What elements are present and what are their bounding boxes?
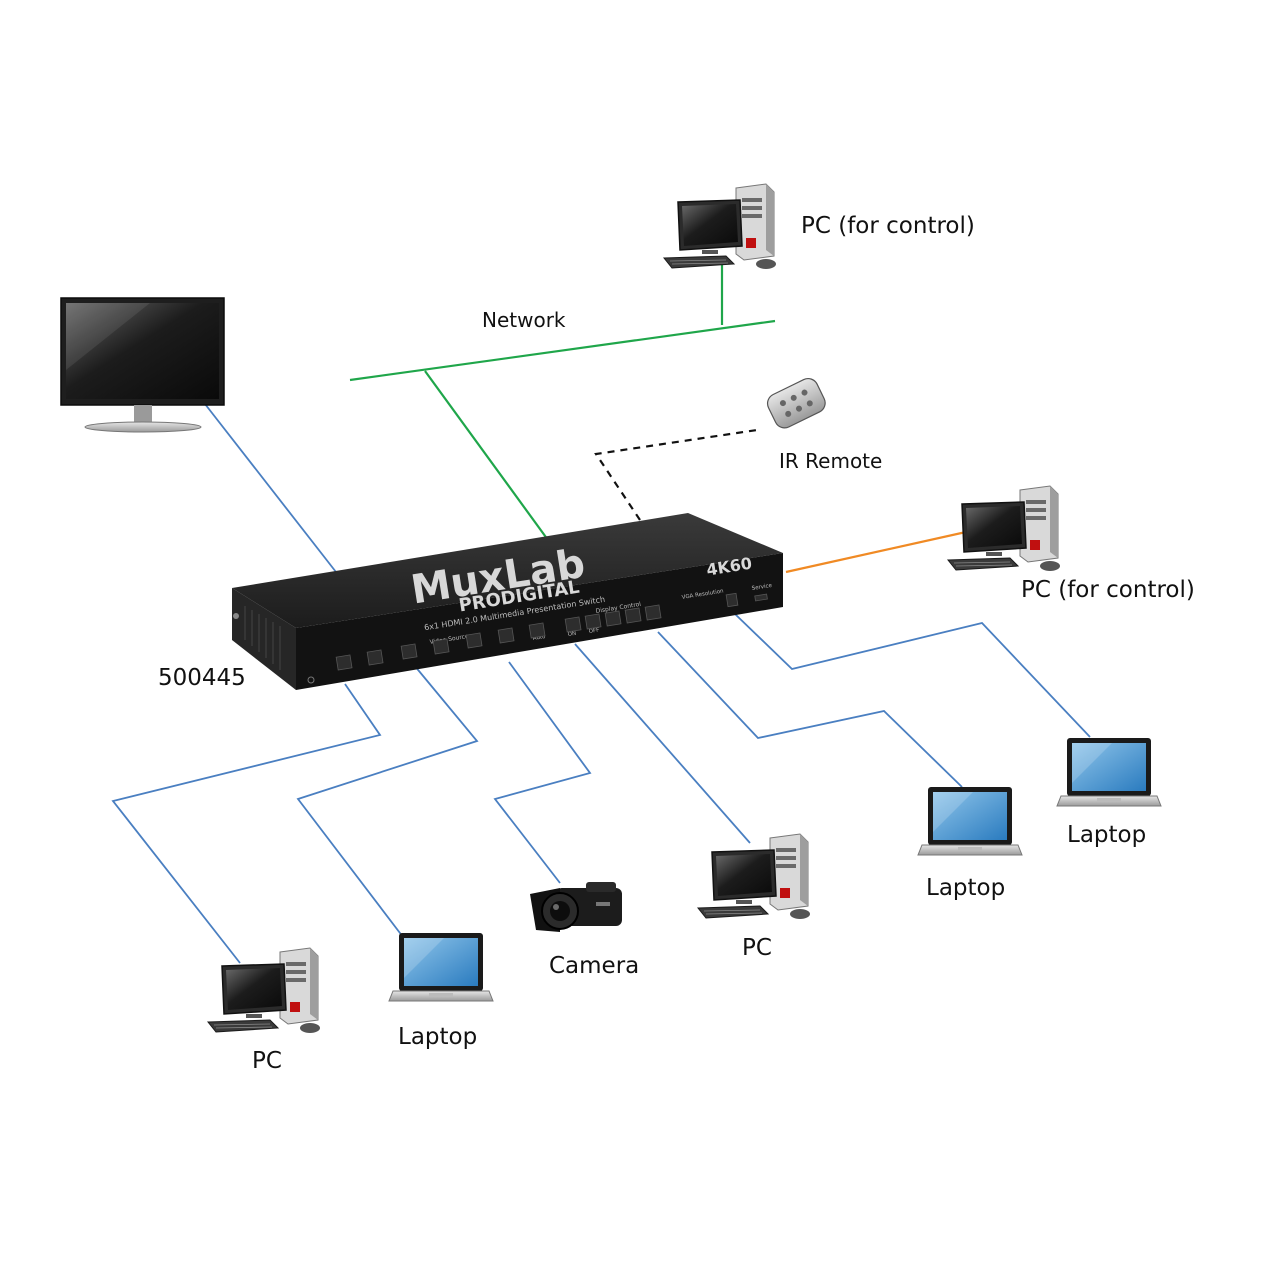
- label-pc-control-right: PC (for control): [1021, 577, 1195, 603]
- hdmi-camera: [493, 661, 592, 884]
- service-label: Service: [751, 583, 773, 592]
- label-ir-remote: IR Remote: [779, 449, 882, 473]
- label-pc-control-top: PC (for control): [801, 213, 975, 239]
- on-label: ON: [567, 631, 576, 638]
- off-label: OFF: [588, 627, 599, 635]
- input-1-button: [335, 654, 353, 671]
- display-on-button: [564, 616, 582, 633]
- display-monitor: [60, 297, 225, 433]
- input-5-button: [465, 632, 483, 649]
- pc-control-top-icon: [663, 183, 777, 270]
- camera-icon: [530, 882, 622, 932]
- input-6-button: [497, 627, 515, 644]
- pc-left-icon: [207, 947, 321, 1034]
- network-lines: [349, 263, 776, 541]
- input-2-button: [366, 649, 384, 666]
- vga-res-button: [725, 592, 739, 608]
- label-laptop-1: Laptop: [398, 1024, 477, 1050]
- hdmi-pc-left: [111, 683, 382, 964]
- input-3-button: [400, 643, 418, 660]
- muxlab-switch: MuxLab PRODIGITAL 6x1 HDMI 2.0 Multimedi…: [232, 513, 783, 690]
- power-led: [307, 676, 315, 684]
- hdmi-laptop-1: [296, 664, 479, 938]
- label-network: Network: [482, 308, 566, 332]
- ir-link: [594, 428, 758, 521]
- hdmi-pc-center: [574, 643, 751, 844]
- service-port: [754, 593, 768, 602]
- network-drop-switch: [424, 370, 549, 541]
- pc-control-right-icon: [947, 485, 1061, 572]
- network-bus: [349, 319, 776, 382]
- input-4-button: [432, 638, 450, 655]
- serial-link: [785, 528, 976, 574]
- volume-down-button: [604, 610, 622, 627]
- auto-label: Auto: [532, 634, 546, 642]
- label-laptop-3: Laptop: [1067, 822, 1146, 848]
- ir-remote-icon: [766, 377, 826, 429]
- label-model: 500445: [158, 665, 246, 691]
- auto-button: [528, 622, 546, 639]
- front-panel-buttons: [335, 592, 768, 671]
- hdmi-lines: [111, 403, 1091, 964]
- label-camera: Camera: [549, 953, 639, 979]
- laptop-2-icon: [917, 786, 1023, 856]
- pc-center-icon: [697, 833, 811, 920]
- hdmi-laptop-2: [657, 631, 963, 788]
- laptop-1-icon: [388, 932, 494, 1002]
- laptop-3-icon: [1056, 737, 1162, 807]
- label-pc-left: PC: [252, 1048, 282, 1074]
- volume-up-button: [624, 607, 642, 624]
- hdmi-laptop-3: [734, 613, 1091, 738]
- label-laptop-2: Laptop: [926, 875, 1005, 901]
- label-pc-center: PC: [742, 935, 772, 961]
- mute-button: [644, 604, 662, 621]
- hdmi-display: [204, 403, 337, 573]
- display-off-button: [584, 613, 602, 630]
